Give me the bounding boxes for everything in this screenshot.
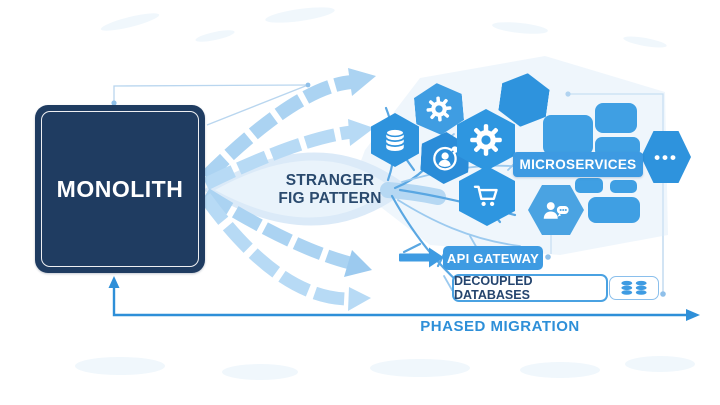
cart-icon — [473, 185, 498, 207]
microservices-label-bar: MICROSERVICES — [513, 152, 643, 177]
pattern-line2: FIG PATTERN — [278, 190, 382, 207]
databases-icon-box — [609, 276, 659, 300]
gear-icon — [423, 93, 456, 126]
service-chip — [588, 197, 640, 223]
service-chip — [610, 180, 637, 193]
phased-migration-label: PHASED MIGRATION — [420, 318, 580, 335]
hexagon-user — [420, 131, 471, 185]
api-gateway-box: API GATEWAY — [443, 246, 543, 270]
phased-migration-line — [112, 286, 686, 317]
monolith-box: MONOLITH — [35, 105, 205, 273]
phased-migration-arrowhead-right — [686, 309, 700, 321]
monolith-label: MONOLITH — [56, 175, 184, 202]
hexagon-gear-small — [413, 81, 465, 137]
service-chip — [595, 103, 637, 133]
api-gateway-arrow — [399, 247, 444, 268]
faint-smudges — [75, 7, 695, 380]
ellipsis-icon: ••• — [654, 147, 678, 167]
user-icon — [428, 141, 462, 175]
connector-dots — [111, 82, 666, 297]
gear-icon — [470, 124, 502, 156]
decoupled-databases-label: DECOUPLED DATABASES — [454, 274, 533, 302]
api-gateway-label: API GATEWAY — [446, 250, 540, 266]
hexagon-database — [371, 113, 419, 167]
users-chat-icon — [543, 202, 569, 219]
database-icon — [385, 128, 405, 151]
databases-icon — [621, 280, 647, 295]
service-chip — [543, 115, 593, 155]
phased-migration-arrowhead-up — [108, 276, 120, 288]
decoupled-databases-box: DECOUPLED DATABASES — [452, 274, 608, 302]
connector-lines — [113, 84, 664, 293]
microservices-label: MICROSERVICES — [519, 157, 637, 172]
flow-arrows — [199, 68, 376, 311]
service-chip — [575, 178, 603, 193]
hexagon-cart — [459, 166, 515, 226]
pattern-line1: STRANGER — [285, 172, 375, 189]
strangler-fig-pattern-label: STRANGER FIG PATTERN — [260, 172, 400, 208]
fig-leaf-inner — [215, 160, 392, 218]
